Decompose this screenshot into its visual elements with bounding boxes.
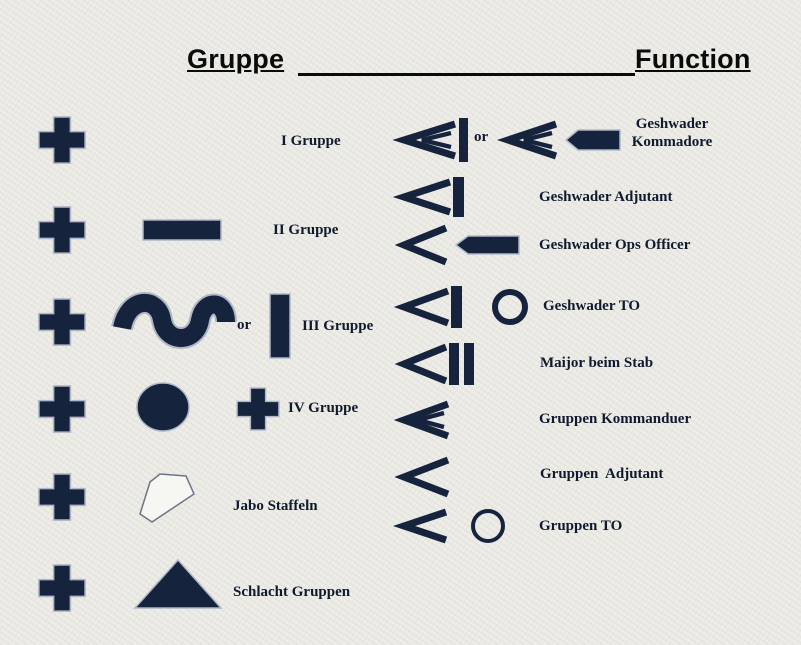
- bar-icon-maijor-1: [449, 343, 459, 385]
- circle-icon: [136, 382, 190, 432]
- bar-icon-adjutant: [453, 177, 464, 217]
- label-g2: II Gruppe: [273, 222, 339, 238]
- label-or-g3: or: [237, 317, 252, 333]
- cross-icon-g2: [38, 206, 86, 254]
- wave-icon: [113, 294, 235, 347]
- label-kommodore-line2: Kommadore: [631, 134, 713, 150]
- ring-icon-gruppen-to: [471, 509, 505, 543]
- chevron-icon-gruppen-to: [392, 508, 448, 544]
- chevron-icon-maijor: [394, 343, 448, 385]
- label-to: Geshwader TO: [543, 298, 641, 314]
- label-jabo: Jabo Staffeln: [233, 498, 318, 514]
- header-gruppe: Gruppe: [187, 44, 285, 74]
- header-function: Function: [635, 44, 751, 74]
- triangle-icon: [133, 558, 223, 609]
- small-cross-icon: [236, 387, 280, 431]
- label-g3: III Gruppe: [302, 318, 374, 334]
- cross-icon-schlacht: [38, 564, 86, 612]
- arrow-bar-icon-ops: [454, 235, 520, 255]
- chevron-icon-to: [393, 287, 450, 327]
- chevron-icon-adjutant: [392, 178, 452, 216]
- label-kommanduer: Gruppen Kommanduer: [539, 411, 692, 427]
- chevron-icon-kommodore-a: [392, 120, 457, 160]
- label-g1: I Gruppe: [281, 133, 341, 149]
- chevron-icon-gruppen-adjutant: [394, 456, 450, 498]
- chevron-icon-kommodore-b: [496, 120, 558, 160]
- horizontal-bar-icon: [142, 219, 222, 241]
- label-maijor: Maijor beim Stab: [540, 355, 654, 371]
- header-rule: [298, 73, 635, 76]
- chevron-icon-kommanduer: [393, 400, 450, 440]
- label-or-kommodore: or: [474, 129, 489, 145]
- chevron-icon-ops: [394, 224, 448, 266]
- bar-icon-to: [451, 286, 462, 328]
- label-ops: Geshwader Ops Officer: [539, 237, 691, 253]
- arrow-bar-icon-kommodore: [564, 129, 621, 151]
- label-g4: IV Gruppe: [288, 400, 359, 416]
- jabo-outline-icon: [139, 473, 195, 523]
- label-adjutant: Geshwader Adjutant: [539, 189, 673, 205]
- cross-icon-g3: [38, 298, 86, 346]
- bar-icon-kommodore: [459, 118, 468, 162]
- cross-icon-g4: [38, 385, 86, 433]
- label-gruppen-to: Gruppen TO: [539, 518, 623, 534]
- label-gruppen-adjutant: Gruppen Adjutant: [540, 466, 664, 482]
- label-kommodore-line1: Geshwader: [635, 116, 709, 132]
- vertical-bar-icon: [269, 293, 291, 359]
- label-schlacht: Schlacht Gruppen: [233, 584, 351, 600]
- label-kommodore: Geshwader Kommadore: [622, 115, 722, 151]
- bar-icon-maijor-2: [464, 343, 474, 385]
- cross-icon-g1: [38, 116, 86, 164]
- cross-icon-jabo: [38, 473, 86, 521]
- ring-icon-to: [492, 289, 528, 325]
